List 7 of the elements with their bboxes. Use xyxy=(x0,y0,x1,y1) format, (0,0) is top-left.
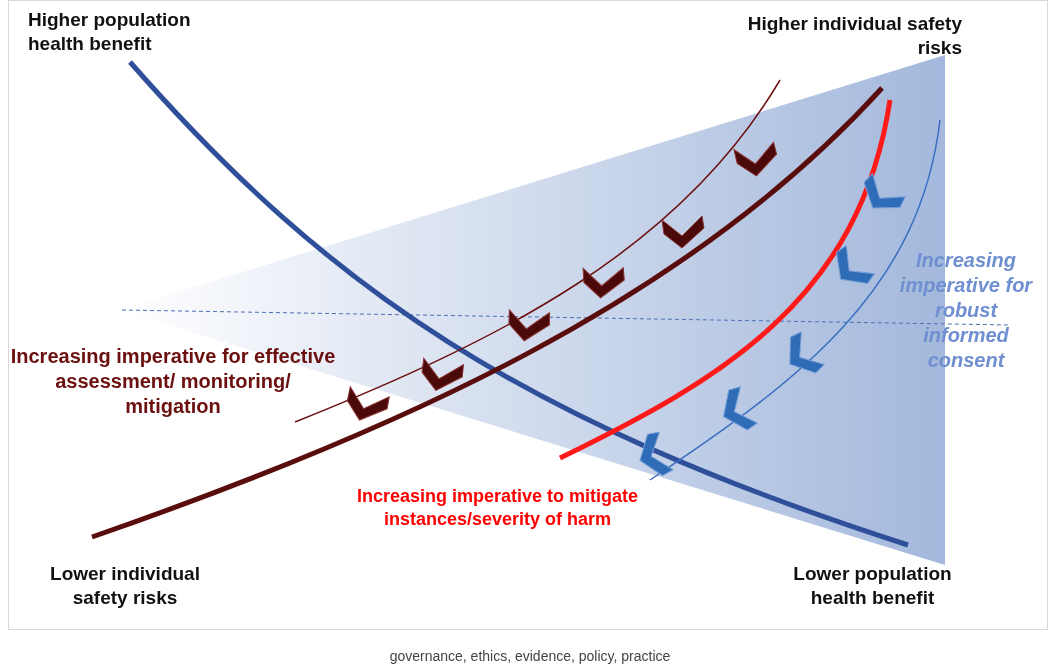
axis-label: Lower individual safety risks xyxy=(49,562,201,610)
axis-label: Lower population health benefit xyxy=(792,562,953,610)
annotation-text: Increasing imperative to mitigate instances/severity of harm xyxy=(355,485,640,530)
axis-label: Higher population health benefit xyxy=(28,8,192,56)
axis-label: Higher individual safety risks xyxy=(746,12,962,60)
tagline: governance, ethics, evidence, policy, practice xyxy=(388,648,672,666)
annotation-text: Increasing imperative for effective assessment/ monitoring/ mitigation xyxy=(9,344,337,419)
